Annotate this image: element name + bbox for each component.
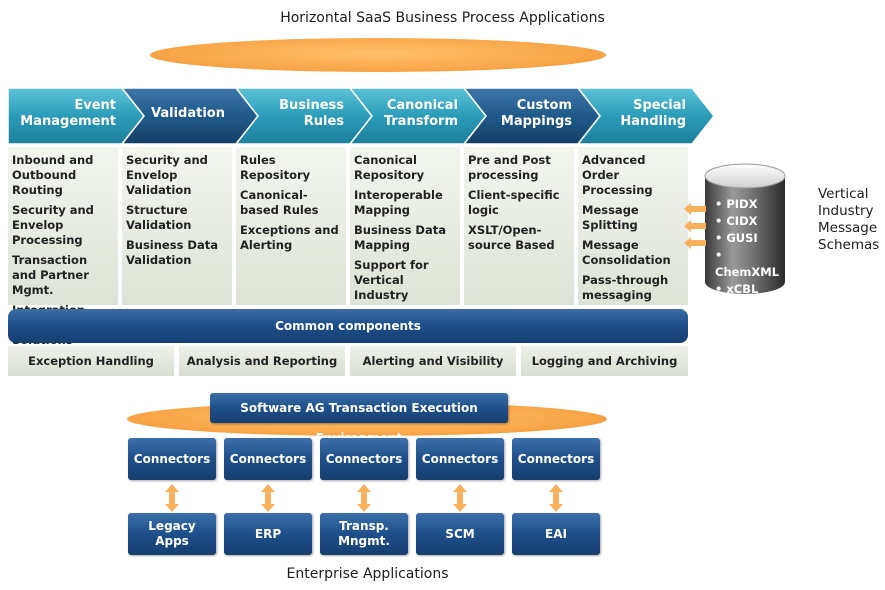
stage-detail-item: Transaction and Partner Mgmt. (12, 253, 89, 297)
stage-detail-item: Message Splitting (582, 203, 639, 232)
stage-detail-item: Pre and Post processing (468, 153, 551, 182)
stage-detail-item: Rules Repository (240, 153, 311, 182)
connector-box: Connectors (512, 438, 600, 480)
enterprise-app-box: Legacy Apps (128, 513, 216, 555)
stage-detail-item: Pass-through messaging (582, 273, 669, 302)
schema-item: • xCBL (715, 282, 759, 296)
stage-detail-item: Support for Vertical Industry (354, 258, 429, 302)
enterprise-app-box: EAI (512, 513, 600, 555)
process-chevrons (7, 87, 715, 145)
process-stage-label: Event Management (20, 98, 116, 129)
stage-detail-item: Business Data Validation (126, 238, 218, 267)
stage-detail-item: Exceptions and Alerting (240, 223, 339, 252)
process-stage-label: Canonical Transform (383, 98, 458, 129)
stage-detail-item: Interoperable Mapping (354, 188, 443, 217)
common-components-bar: Common components (8, 309, 688, 343)
bidirectional-arrow (261, 484, 275, 512)
stage-detail-item: Security and Envelop Validation (126, 153, 208, 197)
stage-detail-item: Structure Validation (126, 203, 192, 232)
common-item: Logging and Archiving (521, 346, 688, 376)
bidirectional-arrow (165, 484, 179, 512)
connector-box: Connectors (320, 438, 408, 480)
schema-item: • GUSI (715, 231, 758, 245)
db-arrows (684, 203, 706, 249)
connector-box: Connectors (128, 438, 216, 480)
stage-detail-item: Advanced Order Processing (582, 153, 653, 197)
enterprise-app-box: ERP (224, 513, 312, 555)
enterprise-app-box: Transp. Mngmt. (320, 513, 408, 555)
common-item: Analysis and Reporting (179, 346, 345, 376)
schema-item: • PIDX (715, 197, 758, 211)
diagram-title: Horizontal SaaS Business Process Applica… (280, 10, 605, 26)
common-item: Alerting and Visibility (350, 346, 516, 376)
bidirectional-arrow (453, 484, 467, 512)
process-stage-label: Validation (151, 106, 225, 121)
stage-detail-item: Inbound and Outbound Routing (12, 153, 94, 197)
common-components-title: Common components (275, 319, 421, 333)
process-stage-label: Business Rules (279, 98, 344, 129)
common-item: Exception Handling (8, 346, 174, 376)
top-ellipse (150, 38, 606, 72)
process-chevron (576, 87, 715, 145)
stage-detail-item: XSLT/Open-source Based (468, 223, 555, 252)
bidirectional-arrow (549, 484, 563, 512)
enterprise-apps-title: Enterprise Applications (286, 566, 449, 582)
connector-box: Connectors (416, 438, 504, 480)
stage-detail-item: Canonical-based Rules (240, 188, 319, 217)
connector-box: Connectors (224, 438, 312, 480)
stage-detail-item: Business Data Mapping (354, 223, 446, 252)
schema-item: • CIDX (715, 214, 758, 228)
schema-database (704, 163, 786, 294)
stage-detail-item: Message Consolidation (582, 238, 671, 267)
process-stage-label: Special Handling (620, 98, 686, 129)
vertical-schemas-label: Vertical Industry Message Schemas (818, 186, 880, 253)
schema-item: • ChemXML (715, 248, 780, 279)
enterprise-app-box: SCM (416, 513, 504, 555)
bidirectional-arrow (357, 484, 371, 512)
process-stage-label: Custom Mappings (500, 98, 572, 129)
stage-detail-item: Canonical Repository (354, 153, 425, 182)
execution-environment: Software AG Transaction Execution Enviro… (210, 393, 508, 445)
stage-detail-item: Client-specific logic (468, 188, 560, 217)
stage-detail-item: Security and Envelop Processing (12, 203, 94, 247)
schema-list: • PIDX • CIDX • GUSI • ChemXML • xCBL (715, 196, 785, 298)
